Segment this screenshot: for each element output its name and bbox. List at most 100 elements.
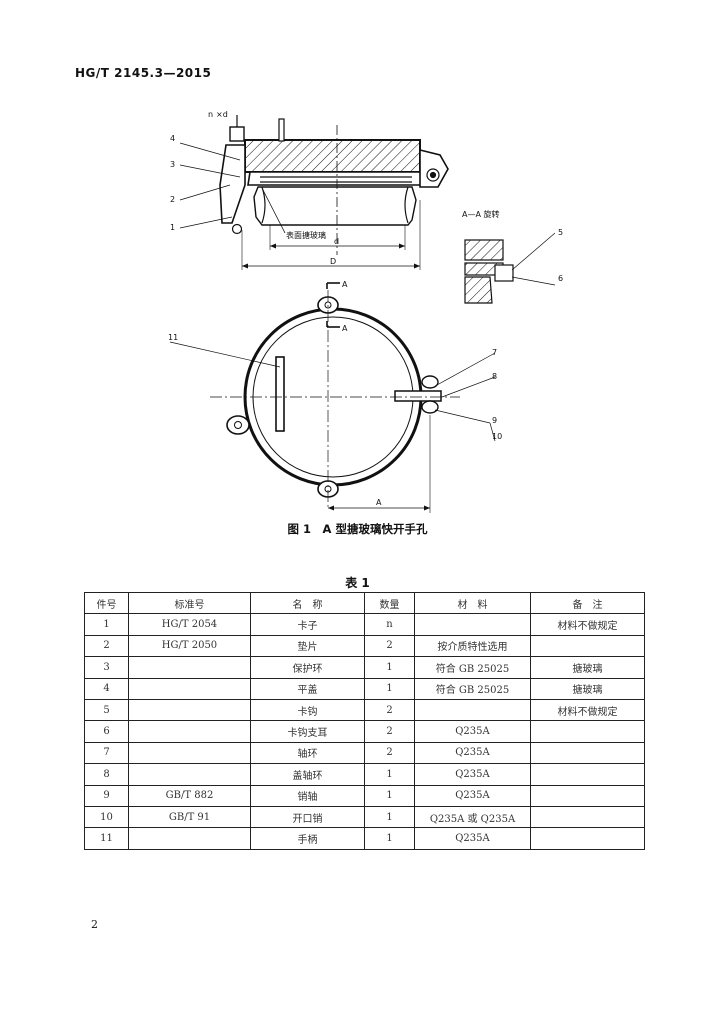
callout-5: 5 — [558, 228, 563, 237]
section-view — [219, 115, 449, 270]
table-header-row: 件号 标准号 名 称 数量 材 料 备 注 — [84, 591, 645, 615]
cell-quantity: 1 — [364, 827, 415, 850]
cell-part-no: 10 — [84, 805, 129, 829]
cell-quantity: 1 — [364, 784, 415, 807]
cell-quantity: 1 — [364, 805, 415, 829]
cell-part-no: 5 — [84, 698, 129, 722]
callout-9: 9 — [492, 416, 497, 425]
detail-aa — [464, 232, 556, 304]
cell-name: 卡钩支耳 — [250, 720, 365, 743]
cell-remarks — [530, 741, 645, 765]
cell-part-no: 2 — [84, 634, 129, 658]
left-leaders — [179, 142, 241, 229]
standard-code: HG/T 2145.3—2015 — [75, 66, 212, 80]
cell-remarks — [530, 720, 645, 743]
header-standard-no: 标准号 — [128, 591, 251, 615]
cell-quantity: 1 — [364, 763, 415, 786]
callout-1: 1 — [170, 223, 175, 232]
technical-drawing: n ×d 表面搪玻璃 d D 4 3 2 1 A—A 旋转 5 6 — [150, 105, 600, 515]
cell-material: 按介质特性选用 — [414, 634, 531, 658]
cell-part-no: 9 — [84, 784, 129, 807]
cell-name: 手柄 — [250, 827, 365, 850]
cell-material: Q235A 或 Q235A — [414, 805, 531, 829]
cell-name: 开口销 — [250, 805, 365, 829]
table-title: 表 1 — [345, 576, 370, 590]
cell-part-no: 11 — [84, 827, 129, 850]
callout-4: 4 — [170, 134, 175, 143]
section-mark-top: A — [342, 280, 348, 289]
header-name: 名 称 — [250, 591, 365, 615]
cell-standard-no: GB/T 882 — [128, 784, 251, 807]
cell-part-no: 4 — [84, 677, 129, 700]
cell-part-no: 6 — [84, 720, 129, 743]
cell-material: 符合 GB 25025 — [414, 677, 531, 700]
drawing-svg: n ×d 表面搪玻璃 d D 4 3 2 1 A—A 旋转 5 6 — [168, 110, 563, 513]
cell-part-no: 3 — [84, 656, 129, 679]
cell-remarks — [530, 784, 645, 807]
cell-standard-no — [128, 763, 251, 786]
cell-standard-no — [128, 698, 251, 722]
cell-remarks: 材料不做规定 — [530, 698, 645, 722]
cell-name: 卡钩 — [250, 698, 365, 722]
cell-material: Q235A — [414, 784, 531, 807]
cell-remarks: 搪玻璃 — [530, 656, 645, 679]
plan-view — [169, 282, 496, 513]
cell-remarks: 搪玻璃 — [530, 677, 645, 700]
dim-d-label: d — [334, 237, 339, 246]
callout-10: 10 — [492, 432, 502, 441]
cell-quantity: 2 — [364, 698, 415, 722]
section-mark-bottom: A — [342, 324, 348, 333]
cell-part-no: 7 — [84, 741, 129, 765]
cell-name: 保护环 — [250, 656, 365, 679]
callout-11: 11 — [168, 333, 178, 342]
cell-name: 卡子 — [250, 613, 365, 636]
header-material: 材 料 — [414, 591, 531, 615]
cell-quantity: 2 — [364, 741, 415, 765]
cell-remarks — [530, 827, 645, 850]
callout-2: 2 — [170, 195, 175, 204]
cell-quantity: 2 — [364, 720, 415, 743]
cell-name: 平盖 — [250, 677, 365, 700]
cell-standard-no — [128, 827, 251, 850]
header-remarks: 备 注 — [530, 591, 645, 615]
cell-quantity: 2 — [364, 634, 415, 658]
cell-material: Q235A — [414, 763, 531, 786]
cell-remarks: 材料不做规定 — [530, 613, 645, 636]
cell-material — [414, 613, 531, 636]
dim-A-label: A — [376, 498, 382, 507]
cell-material: Q235A — [414, 827, 531, 850]
cell-standard-no — [128, 741, 251, 765]
header-quantity: 数量 — [364, 591, 415, 615]
cell-quantity: 1 — [364, 656, 415, 679]
surface-note: 表面搪玻璃 — [286, 230, 326, 240]
cell-remarks — [530, 805, 645, 829]
cell-material: 符合 GB 25025 — [414, 656, 531, 679]
cell-name: 盖轴环 — [250, 763, 365, 786]
cell-remarks — [530, 763, 645, 786]
cell-standard-no — [128, 720, 251, 743]
cell-standard-no: HG/T 2050 — [128, 634, 251, 658]
header-part-no: 件号 — [84, 591, 129, 615]
callout-8: 8 — [492, 372, 497, 381]
cell-part-no: 8 — [84, 763, 129, 786]
cell-quantity: 1 — [364, 677, 415, 700]
cell-standard-no: HG/T 2054 — [128, 613, 251, 636]
cell-part-no: 1 — [84, 613, 129, 636]
dim-D-label: D — [330, 257, 336, 266]
page-number: 2 — [91, 918, 98, 931]
cell-name: 销轴 — [250, 784, 365, 807]
bolt-spec-rest: ×d — [216, 110, 228, 119]
callout-6: 6 — [558, 274, 563, 283]
cell-standard-no — [128, 677, 251, 700]
callout-7: 7 — [492, 348, 497, 357]
